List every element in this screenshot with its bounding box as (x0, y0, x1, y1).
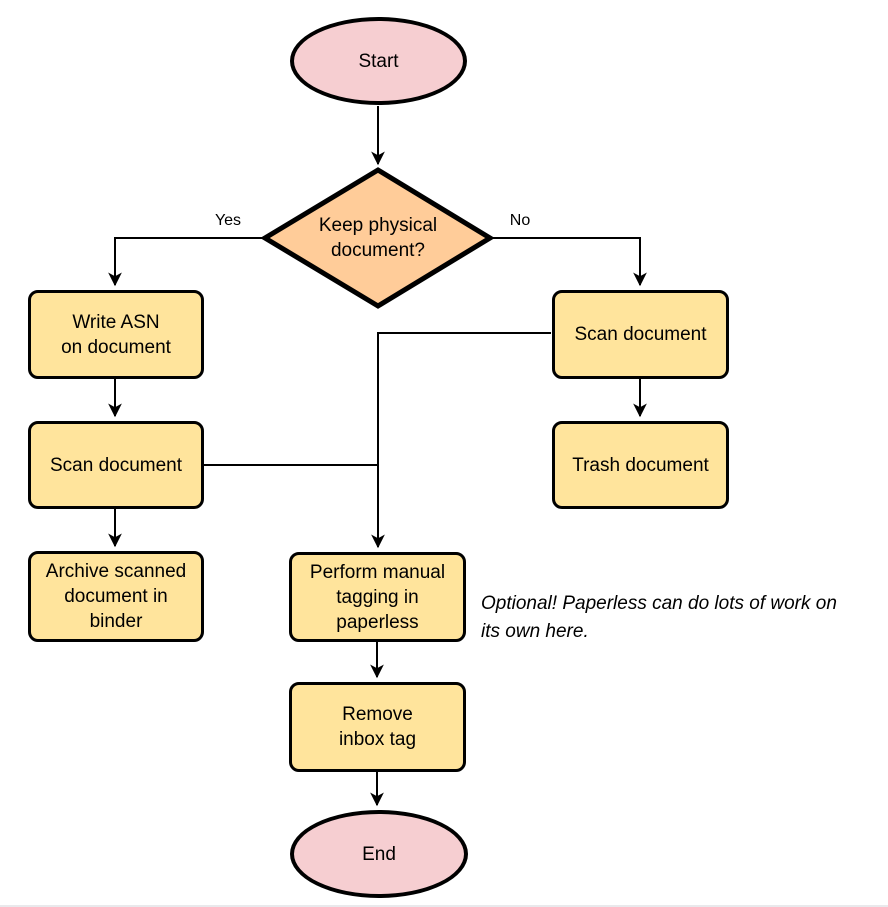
optional-note: Optional! Paperless can do lots of work … (481, 593, 837, 642)
node-archive-binder: Archive scanned document in binder (28, 551, 204, 642)
edge-decision-yes (108, 237, 264, 287)
edge-label-yes: Yes (214, 212, 242, 229)
node-start: Start (290, 17, 467, 105)
page-bottom-divider (0, 905, 888, 907)
decision-diamond-shape (260, 167, 495, 309)
node-trash-document: Trash document (552, 421, 729, 509)
node-scan-document-right: Scan document (552, 290, 729, 379)
node-scan-document-left: Scan document (28, 421, 204, 509)
node-manual-tagging: Perform manual tagging in paperless (289, 552, 466, 642)
node-decision-label: Keep physical document? (318, 215, 438, 261)
node-write-asn: Write ASN on document (28, 290, 204, 379)
edge-decision-no (491, 237, 647, 287)
node-end: End (290, 810, 468, 898)
edge-label-no: No (509, 212, 531, 229)
edge-scanright-to-tagging (371, 332, 551, 549)
node-remove-inbox-tag: Remove inbox tag (289, 682, 466, 772)
